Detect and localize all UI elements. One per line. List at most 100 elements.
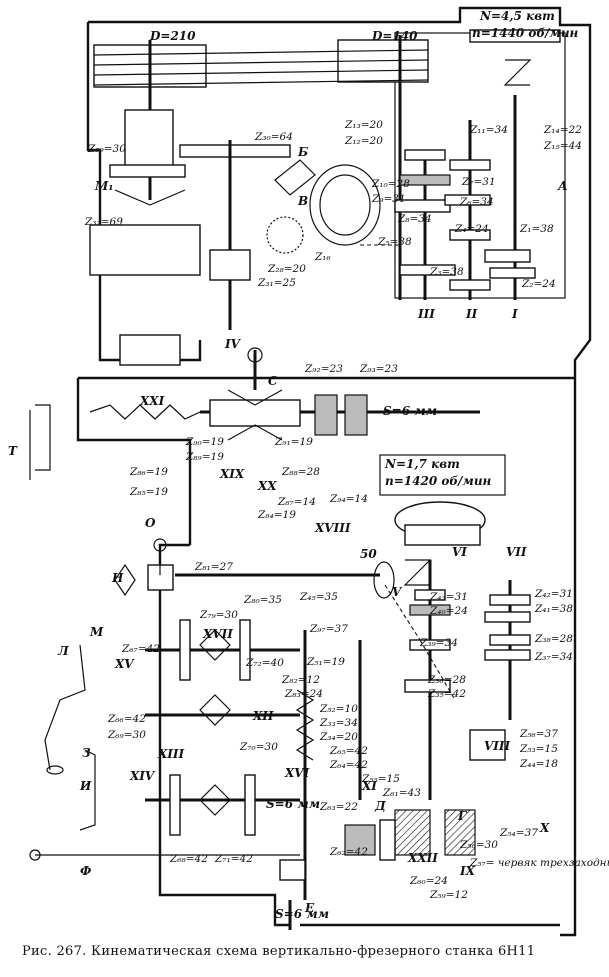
label-z71: Z₇₁=42 (214, 853, 253, 865)
label-z37: Z₃₇=34 (534, 651, 573, 663)
label-z97: Z₉₇=37 (309, 623, 348, 635)
label-z35: Z₃₅=42 (427, 688, 466, 700)
label-feed-s2: S=6 мм (266, 797, 320, 811)
label-t: Т (8, 444, 18, 458)
label-z8: Z₈=34 (397, 213, 432, 225)
label-z15: Z₁₅=44 (543, 140, 582, 152)
label-z41: Z₄₁=38 (534, 603, 573, 615)
label-z59: Z₅₉=12 (429, 889, 468, 901)
label-z91: Z₉₁=19 (274, 436, 313, 448)
diagram-labels: D=210 D=140 N=4,5 квт n=1440 об/мин Z₂₉=… (8, 9, 609, 921)
label-f: Ф (80, 864, 91, 878)
label-z52: Z₅₂=10 (319, 703, 358, 715)
label-d-cyr: Д (374, 799, 386, 813)
label-z33: Z₃₃=34 (319, 717, 358, 729)
label-z16: Z₁₆ (314, 251, 332, 263)
label-motor2-power: N=1,7 квт (384, 457, 460, 471)
label-b-cyr: Б (297, 145, 308, 159)
label-shaft-ii: II (465, 307, 478, 321)
label-z86: Z₈₆=19 (129, 466, 168, 478)
label-shaft-i: I (511, 307, 518, 321)
label-z69: Z₆₉=30 (107, 729, 146, 741)
label-z68: Z₆₈=42 (169, 853, 208, 865)
label-pulley-d1: D=210 (149, 29, 196, 43)
label-z89: Z₈₉=19 (185, 451, 224, 463)
label-z5: Z₅=38 (377, 236, 412, 248)
label-motor1-speed: n=1440 об/мин (472, 26, 579, 40)
label-shaft-v: V (392, 585, 403, 599)
label-z14: Z₁₄=22 (543, 124, 582, 136)
label-z61: Z₆₁=43 (382, 787, 421, 799)
label-z1: Z₁=38 (519, 223, 554, 235)
label-o: О (145, 516, 156, 530)
spindle-head (89, 109, 291, 366)
label-shaft-xvi: XVI (284, 766, 310, 780)
label-g-cyr: Г (457, 809, 467, 823)
label-c-lat: С (268, 374, 278, 388)
feed-gearbox (384, 559, 531, 856)
label-z45: Z₄₅=35 (299, 591, 338, 603)
label-z90: Z₉₀=19 (185, 436, 224, 448)
label-z30: Z₃₀=64 (254, 131, 293, 143)
label-shaft-xvii: XVII (202, 627, 233, 641)
label-z6: Z₆=34 (459, 196, 494, 208)
label-i: И (79, 779, 92, 793)
label-z56: Z₅₆=37 (519, 728, 558, 740)
label-shaft-xviii: XVIII (314, 521, 351, 535)
label-z39: Z₃₉=34 (419, 637, 458, 649)
label-z40: Z₄₀=24 (429, 605, 468, 617)
central-gearbox (145, 619, 396, 930)
label-z80: Z₈₀=35 (243, 594, 282, 606)
label-z81: Z₈₁=27 (194, 561, 233, 573)
label-z62: Z₆₂=42 (329, 846, 368, 858)
label-z88: Z₈₈=28 (281, 466, 320, 478)
label-e: Е (304, 901, 315, 915)
label-shaft-xxii: XXII (407, 851, 438, 865)
label-motor1-power: N=4,5 квт (479, 9, 555, 23)
label-z66: Z₆₆=42 (107, 713, 146, 725)
label-shaft-xiii: XIII (157, 747, 185, 761)
label-z79: Z₇₉=30 (199, 609, 238, 621)
label-z3: Z₃=38 (429, 266, 464, 278)
label-z65: Z₆₅=42 (329, 745, 368, 757)
speed-gearbox (360, 120, 536, 300)
label-z87: Z₈₇=14 (277, 496, 316, 508)
label-z38: Z₃₈=28 (534, 633, 573, 645)
label-z51: Z₅₁=19 (306, 656, 345, 668)
dial-50 (175, 561, 395, 599)
label-z42: Z₄₂=31 (534, 588, 573, 600)
label-z43: Z₄₃=31 (429, 591, 468, 603)
label-z9: Z₉=31 (371, 193, 406, 205)
cam-mechanism (266, 159, 381, 254)
label-z13: Z₁₃=20 (344, 119, 383, 131)
label-v-cyr: В (297, 194, 308, 208)
label-motor2-speed: n=1420 об/мин (385, 474, 492, 488)
label-worm-note: Z₅₇= червяк трехзаходный (469, 857, 609, 869)
label-z31: Z₃₁=25 (257, 277, 296, 289)
label-z2: Z₂=24 (521, 278, 556, 290)
label-shaft-ix: IX (459, 864, 476, 878)
label-feed-s1: S=6 мм (383, 404, 437, 418)
label-z12: Z₁₂=20 (344, 135, 383, 147)
label-z72: Z₇₂=40 (245, 657, 284, 669)
label-shaft-xii: XII (252, 709, 274, 723)
label-z63: Z₆₃=22 (319, 801, 358, 813)
label-z70: Z₇₀=30 (239, 741, 278, 753)
label-z55: Z₅₅=15 (361, 773, 400, 785)
label-feed-s3: S=6 мм (275, 907, 329, 921)
main-pulleys (93, 29, 561, 300)
label-m1: M₁ (94, 179, 114, 193)
label-z7: Z₇=31 (461, 176, 496, 188)
label-z82: Z₈₂=12 (281, 674, 320, 686)
label-shaft-iv: IV (224, 337, 242, 351)
label-shaft-viii: VIII (484, 739, 511, 753)
label-z64: Z₆₄=42 (329, 759, 368, 771)
label-shaft-xi: XI (361, 779, 377, 793)
label-z: З (82, 746, 91, 760)
label-z58: Z₅₈=30 (459, 839, 498, 851)
label-shaft-x: X (539, 821, 550, 835)
label-z54: Z₅₄=37 (499, 827, 538, 839)
label-z10: Z₁₀=28 (371, 178, 410, 190)
left-controls (29, 538, 300, 861)
